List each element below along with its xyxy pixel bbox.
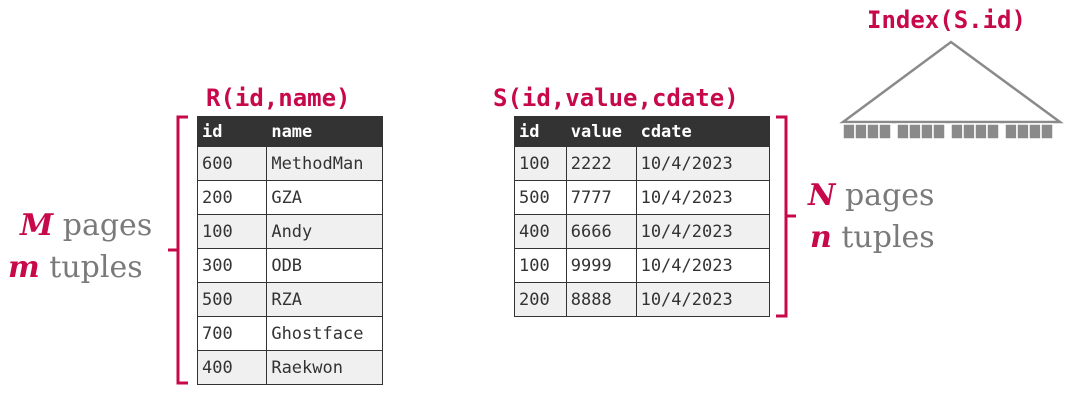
r-cell-name: Andy bbox=[266, 214, 383, 249]
s-tuples-label: n tuples bbox=[810, 220, 935, 256]
s-tuples-text: tuples bbox=[841, 220, 935, 255]
r-table-title: R(id,name) bbox=[206, 84, 351, 112]
s-cell-value: 7777 bbox=[565, 180, 637, 215]
r-tuples-text: tuples bbox=[49, 250, 143, 285]
r-tuples-label: m tuples bbox=[8, 250, 143, 286]
r-cell-name: MethodMan bbox=[266, 146, 383, 181]
s-cell-cdate: 10/4/2023 bbox=[635, 180, 771, 215]
r-cell-name: GZA bbox=[266, 180, 383, 215]
r-cell-id: 100 bbox=[196, 214, 268, 249]
s-header-cdate: cdate bbox=[635, 116, 771, 147]
s-cell-value: 2222 bbox=[565, 146, 637, 181]
s-bracket bbox=[776, 115, 796, 318]
r-cell-id: 300 bbox=[196, 248, 268, 283]
r-cell-name: Ghostface bbox=[266, 316, 383, 351]
r-cell-id: 700 bbox=[196, 316, 268, 351]
s-header-value: value bbox=[565, 116, 637, 147]
s-cell-id: 200 bbox=[514, 282, 567, 317]
s-cell-cdate: 10/4/2023 bbox=[635, 146, 771, 181]
index-title: Index(S.id) bbox=[867, 6, 1026, 34]
s-pages-label: N pages bbox=[808, 178, 934, 214]
s-pages-var: N bbox=[808, 178, 836, 213]
r-pages-text: pages bbox=[62, 208, 153, 243]
s-cell-cdate: 10/4/2023 bbox=[635, 248, 771, 283]
s-cell-id: 100 bbox=[514, 146, 567, 181]
r-cell-name: RZA bbox=[266, 282, 383, 317]
s-cell-value: 8888 bbox=[565, 282, 637, 317]
s-tuples-var: n bbox=[810, 220, 832, 255]
s-header-id: id bbox=[514, 116, 567, 147]
s-cell-id: 500 bbox=[514, 180, 567, 215]
r-cell-name: ODB bbox=[266, 248, 383, 283]
r-cell-id: 400 bbox=[196, 350, 268, 385]
s-cell-id: 100 bbox=[514, 248, 567, 283]
r-bracket bbox=[168, 115, 188, 385]
s-cell-cdate: 10/4/2023 bbox=[635, 214, 771, 249]
s-cell-id: 400 bbox=[514, 214, 567, 249]
r-cell-name: Raekwon bbox=[266, 350, 383, 385]
r-pages-var: M bbox=[20, 208, 54, 243]
r-cell-id: 600 bbox=[196, 146, 268, 181]
r-header-id: id bbox=[196, 116, 268, 147]
r-cell-id: 200 bbox=[196, 180, 268, 215]
s-table-header-row: id value cdate bbox=[514, 116, 771, 147]
r-pages-label: M pages bbox=[20, 208, 152, 244]
s-table-title: S(id,value,cdate) bbox=[493, 84, 739, 112]
r-table-header-row: id name bbox=[196, 116, 383, 147]
s-cell-value: 9999 bbox=[565, 248, 637, 283]
r-tuples-var: m bbox=[8, 250, 40, 285]
index-tree-icon bbox=[839, 40, 1064, 140]
s-pages-text: pages bbox=[844, 178, 935, 213]
s-cell-cdate: 10/4/2023 bbox=[635, 282, 771, 317]
